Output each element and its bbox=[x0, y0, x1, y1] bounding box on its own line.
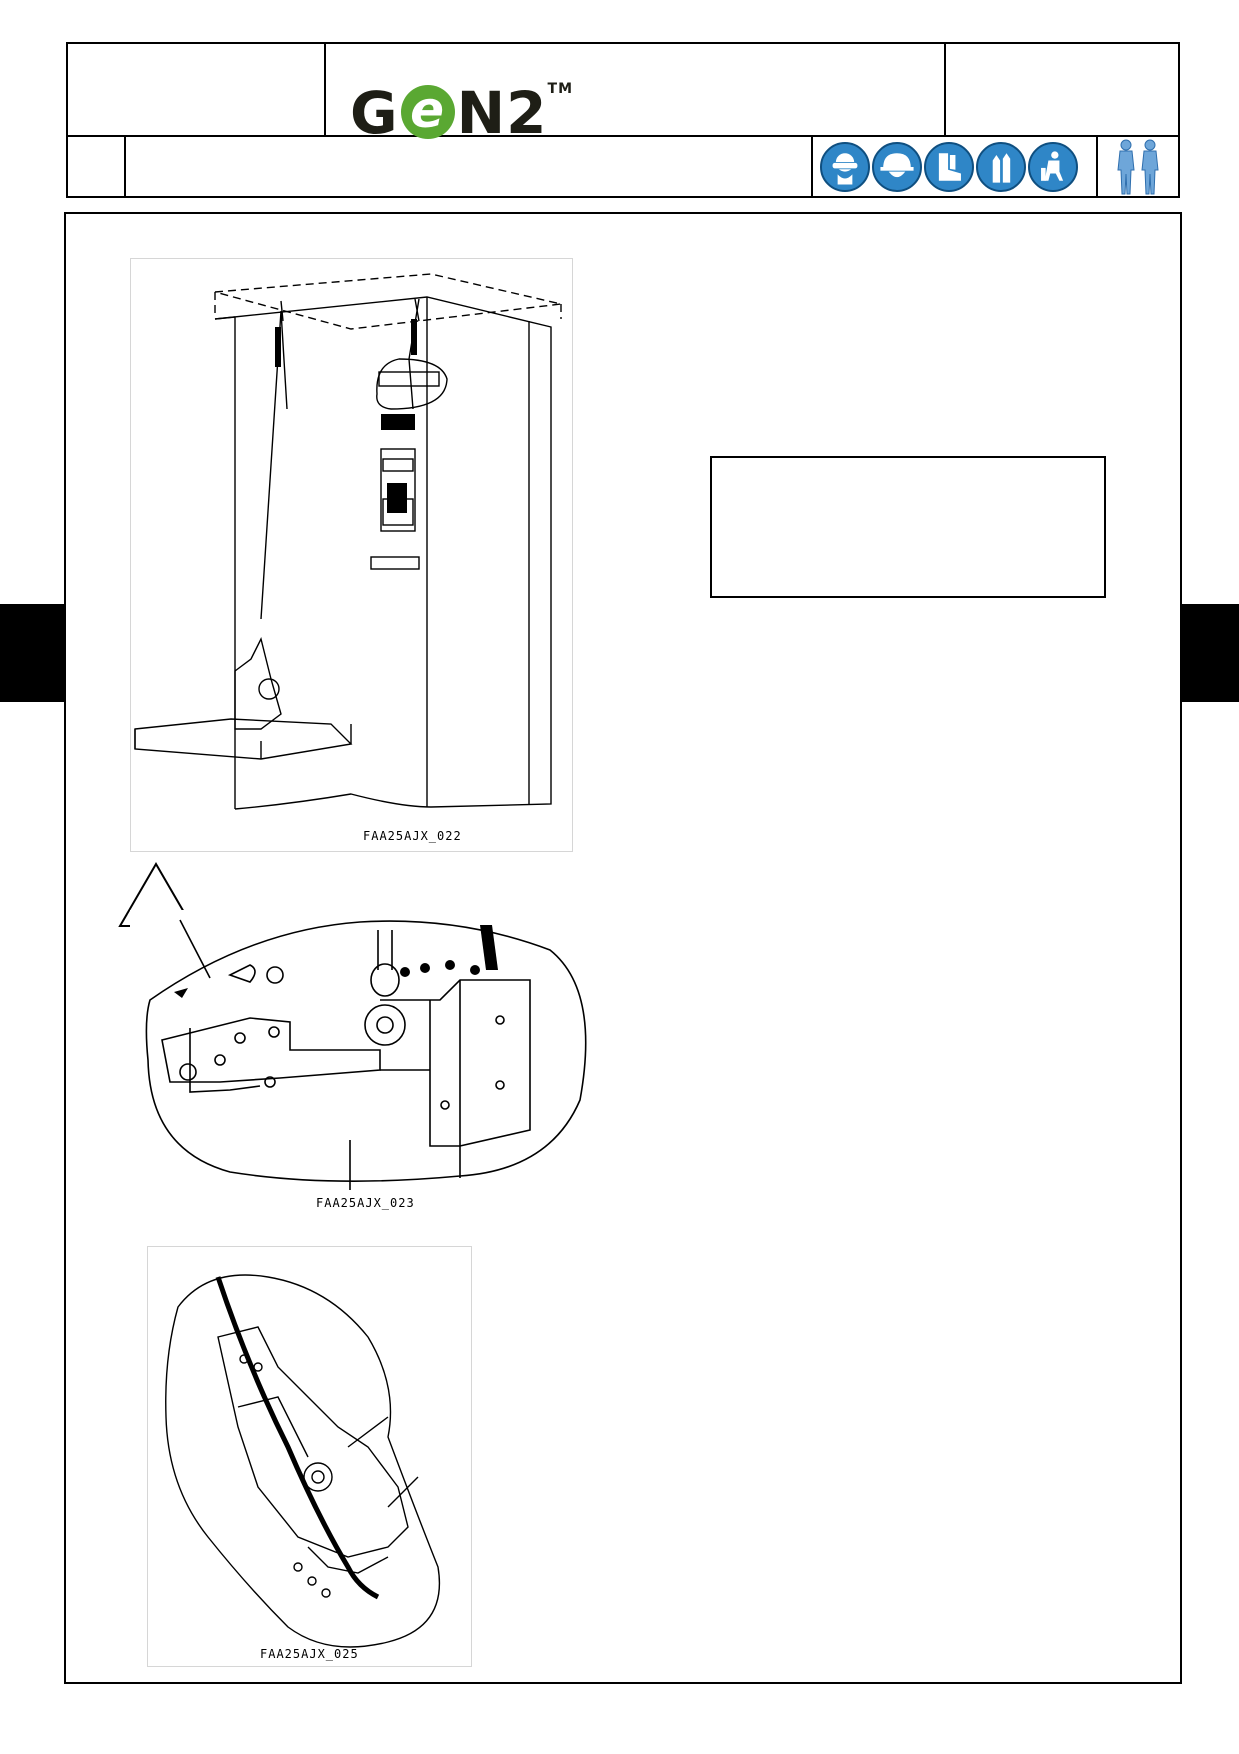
note-box bbox=[710, 456, 1106, 598]
figure-3: FAA25AJX_025 bbox=[147, 1246, 472, 1667]
header-divider bbox=[66, 135, 1180, 137]
figure-caption: FAA25AJX_023 bbox=[316, 1196, 415, 1210]
header-divider bbox=[124, 135, 126, 198]
mounting-bracket-detail-drawing bbox=[145, 919, 587, 1190]
header-divider bbox=[944, 42, 946, 136]
figure-1: FAA25AJX_022 bbox=[130, 258, 573, 852]
hard-hat-icon bbox=[872, 142, 922, 192]
header-divider bbox=[324, 42, 326, 136]
rope-routing-detail-drawing bbox=[165, 1274, 441, 1648]
figure-caption: FAA25AJX_022 bbox=[363, 829, 462, 843]
hoist-installation-drawing bbox=[134, 273, 562, 810]
chapter-tab-right bbox=[1181, 604, 1239, 702]
safety-glasses-icon bbox=[820, 142, 870, 192]
safety-harness-icon bbox=[1028, 142, 1078, 192]
safety-gloves-icon bbox=[976, 142, 1026, 192]
two-person-icon bbox=[1106, 138, 1170, 196]
figure-2: FAA25AJX_023 bbox=[130, 910, 630, 1232]
safety-boots-icon bbox=[924, 142, 974, 192]
header-divider bbox=[811, 135, 813, 198]
header-divider bbox=[1096, 135, 1098, 198]
chapter-tab-left bbox=[0, 604, 64, 702]
figure-caption: FAA25AJX_025 bbox=[260, 1647, 359, 1661]
page-header bbox=[66, 42, 1180, 198]
content-frame bbox=[64, 212, 1182, 1684]
